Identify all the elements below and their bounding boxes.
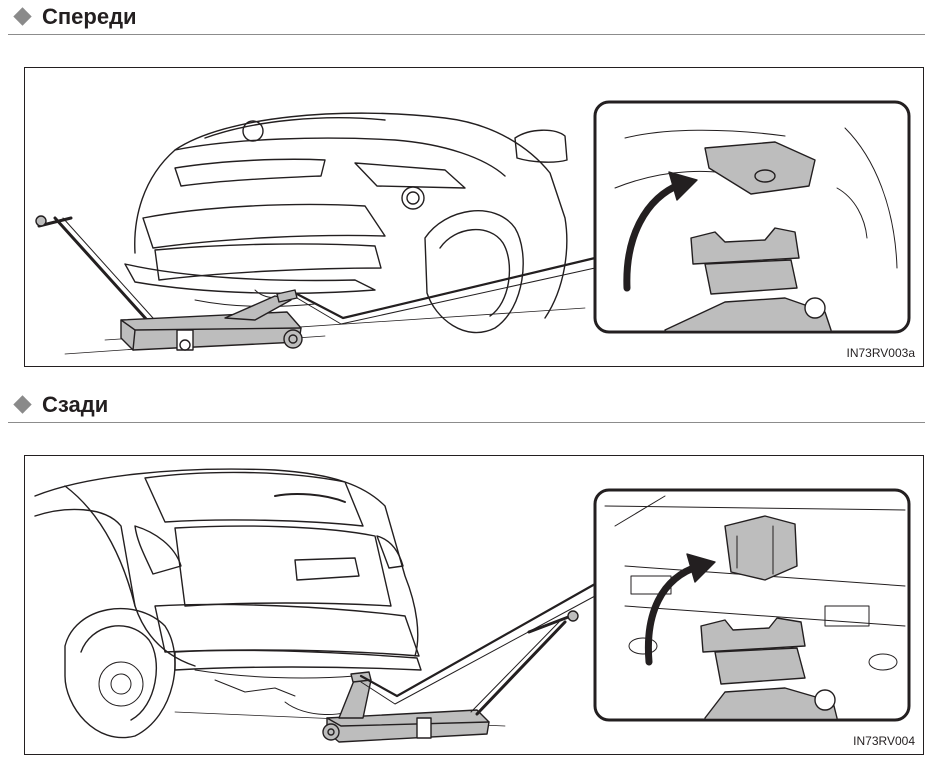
section-header-front: Спереди xyxy=(8,4,925,35)
section-title-rear: Сзади xyxy=(42,392,109,417)
figure-rear-jack-point: IN73RV004 xyxy=(24,455,924,755)
diamond-bullet-icon xyxy=(13,7,32,26)
rear-jack-point-illustration xyxy=(34,468,911,743)
diamond-bullet-icon xyxy=(13,395,32,414)
front-jack-point-illustration xyxy=(35,100,911,355)
figure-front-jack-point: IN73RV003a xyxy=(24,67,924,367)
section-title-front: Спереди xyxy=(42,4,137,29)
section-header-rear: Сзади xyxy=(8,392,925,423)
figure-code-front: IN73RV003a xyxy=(846,346,916,360)
figure-code-rear: IN73RV004 xyxy=(853,734,915,748)
